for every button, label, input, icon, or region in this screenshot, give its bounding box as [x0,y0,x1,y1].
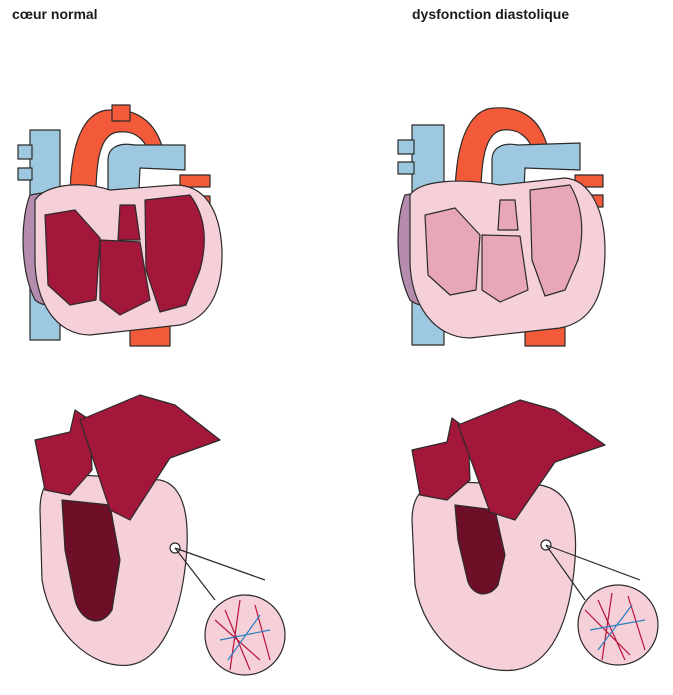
normal-heart [18,105,222,346]
diastolic-heart [398,108,605,346]
normal-ventricle [35,395,285,675]
diastolic-ventricle [412,400,658,670]
